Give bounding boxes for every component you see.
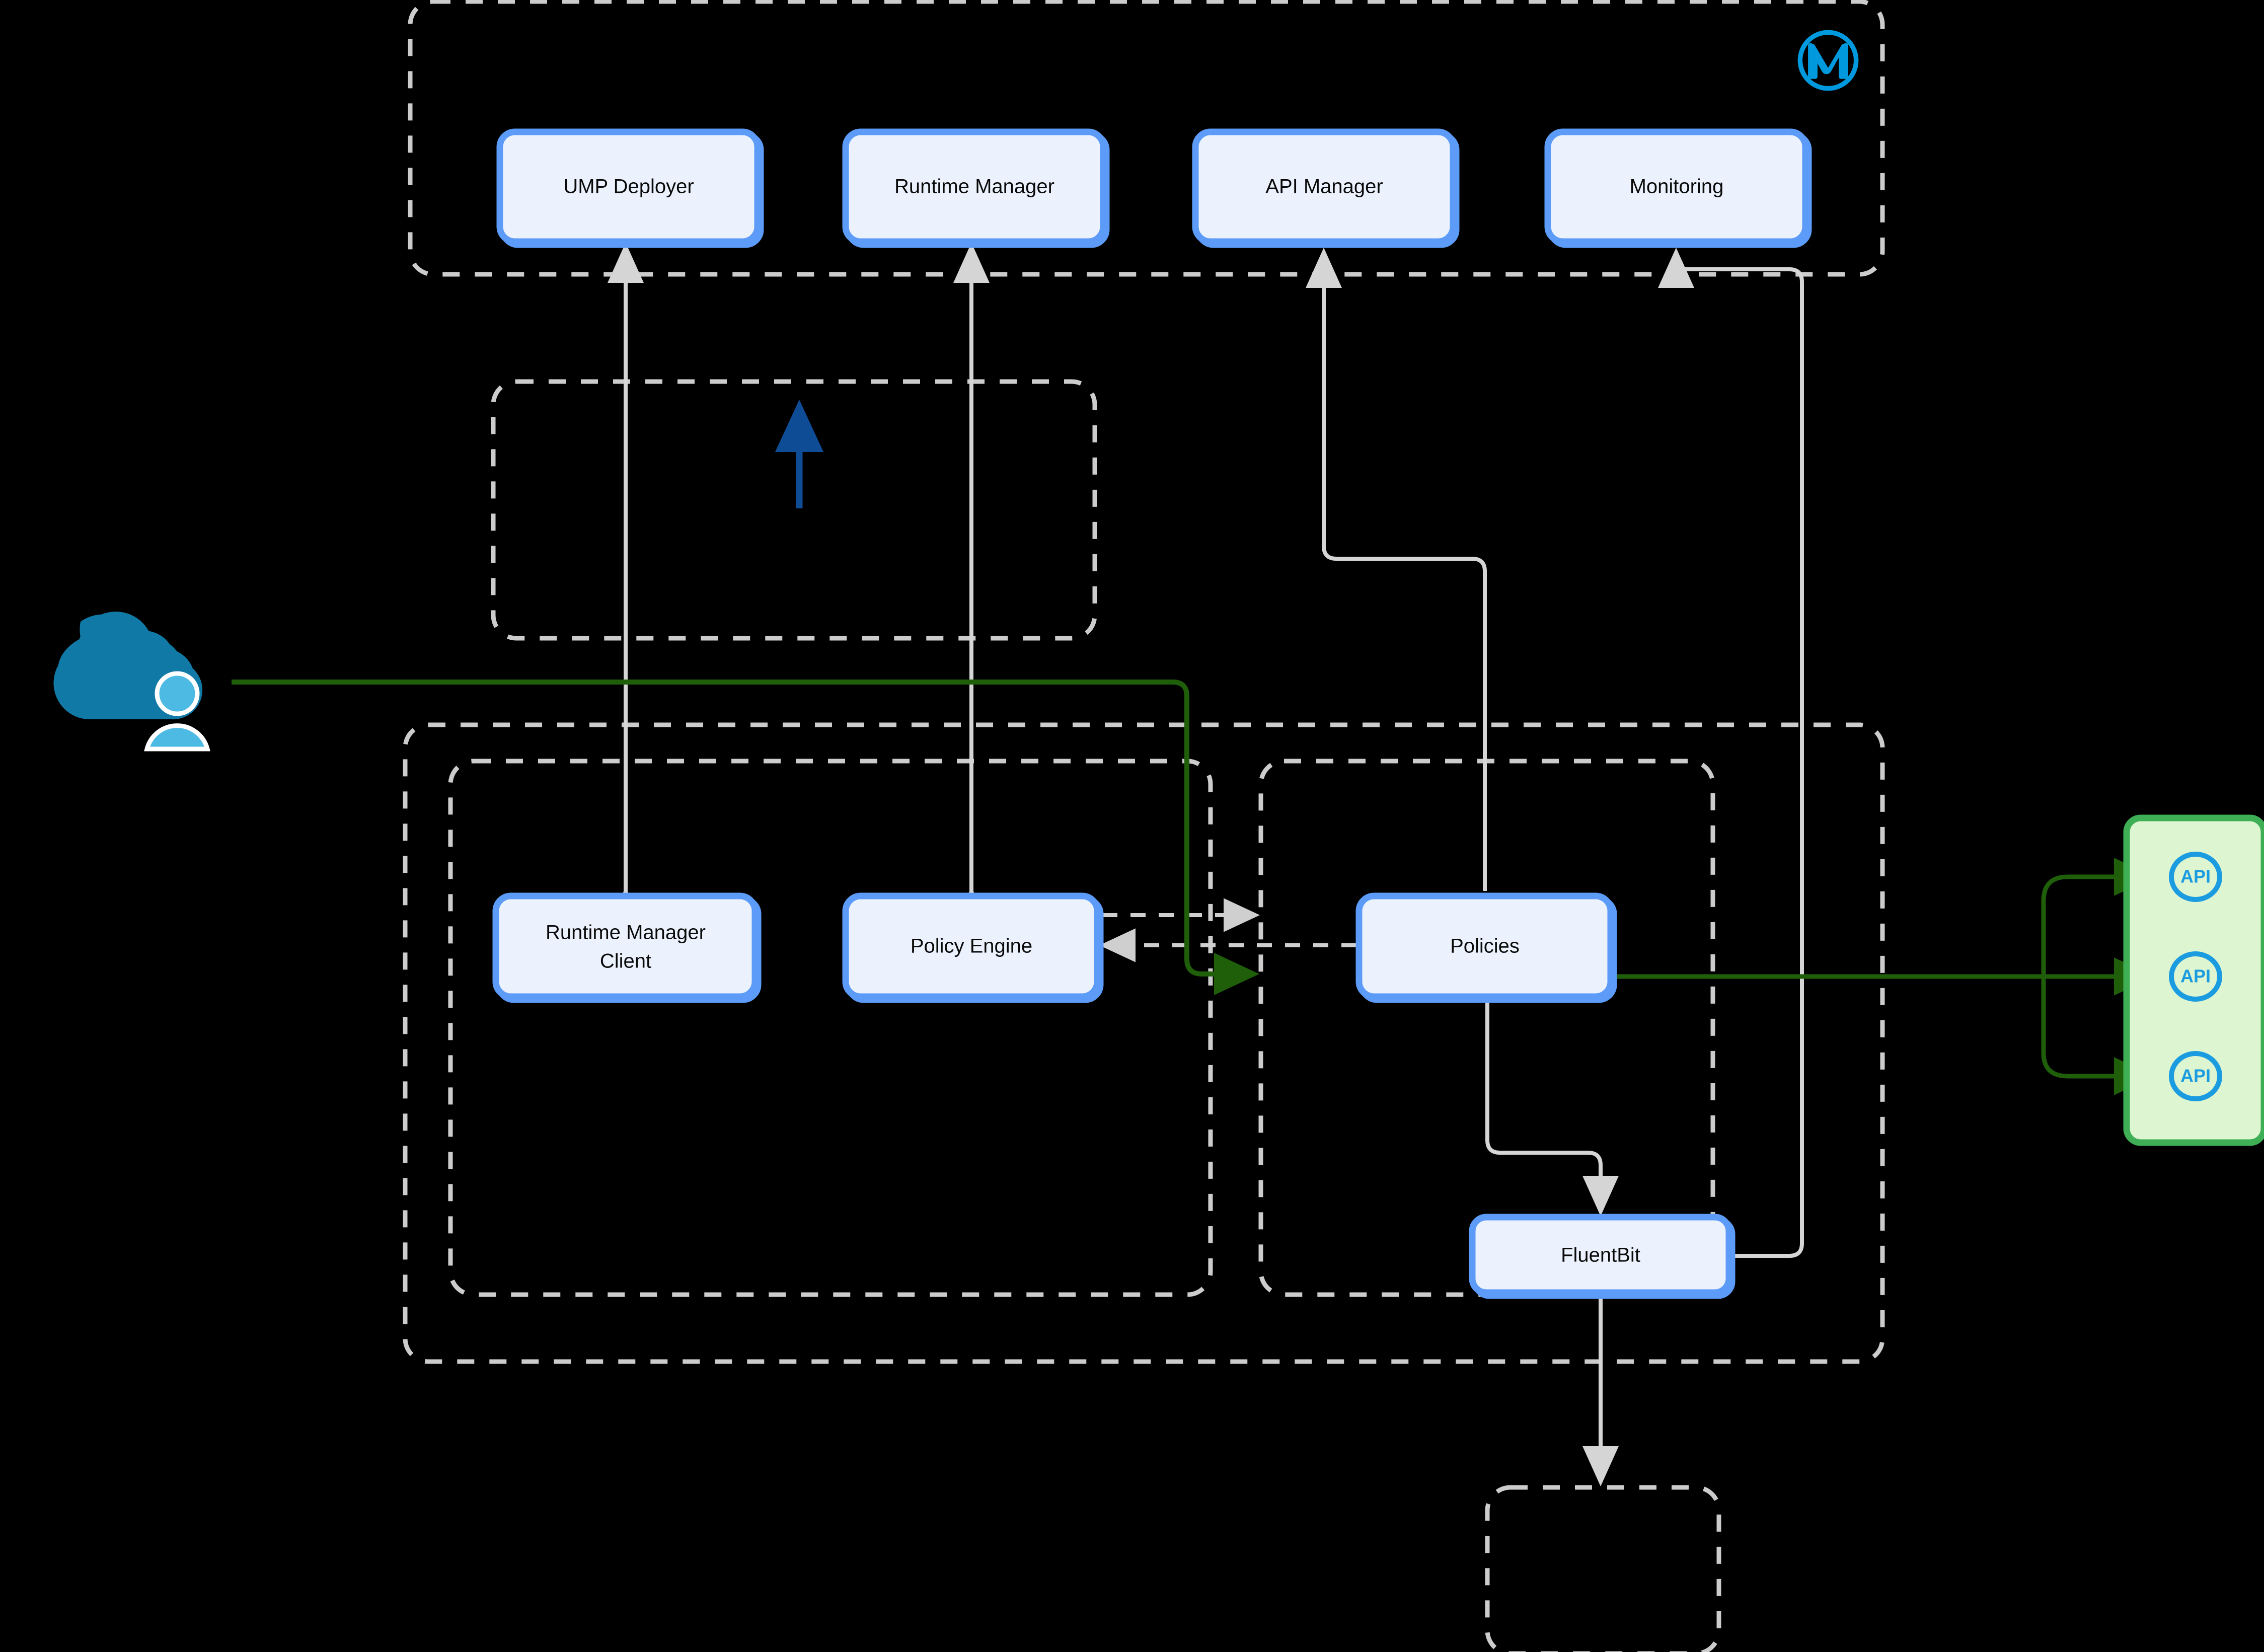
node-policy-engine[interactable]: Policy Engine xyxy=(842,892,1101,1000)
edge-policies-to-api-manager xyxy=(1306,248,1487,891)
node-monitoring[interactable]: Monitoring xyxy=(1544,128,1809,245)
policies-label: Policies xyxy=(1450,935,1520,957)
policy-engine-label: Policy Engine xyxy=(911,935,1032,957)
middle-empty-container xyxy=(491,379,1097,641)
api-label-1: API xyxy=(2180,866,2211,887)
monitoring-label: Monitoring xyxy=(1630,176,1724,198)
cloud-base xyxy=(60,672,176,708)
node-ump-deployer[interactable]: UMP Deployer xyxy=(496,128,761,245)
runtime-manager-client-label-line2: Client xyxy=(600,950,651,972)
mulesoft-logo-icon xyxy=(1797,30,1859,91)
fluentbit-box[interactable] xyxy=(1469,1214,1732,1296)
fluentbit-label: FluentBit xyxy=(1561,1244,1640,1266)
edges-layer xyxy=(232,243,2155,1486)
nodes-layer: UMP Deployer Runtime Manager API Manager… xyxy=(492,128,1809,1296)
api-node-2[interactable]: API xyxy=(2169,951,2222,1002)
runtime-manager-client-box[interactable] xyxy=(492,892,759,1000)
runtime-manager-label: Runtime Manager xyxy=(894,176,1054,198)
ump-deployer-box[interactable] xyxy=(496,128,761,245)
runtime-manager-client-label-line1: Runtime Manager xyxy=(546,922,706,944)
node-fluentbit[interactable]: FluentBit xyxy=(1469,1214,1732,1296)
edge-cloud-to-policies xyxy=(232,680,1259,995)
person-body xyxy=(144,723,210,752)
api-label-2: API xyxy=(2180,966,2211,987)
api-circle-3[interactable] xyxy=(2169,1051,2222,1101)
api-node-3[interactable]: API xyxy=(2169,1051,2222,1101)
node-runtime-manager-client[interactable]: Runtime Manager Client xyxy=(492,892,759,1000)
api-manager-label: API Manager xyxy=(1265,176,1383,198)
person-head xyxy=(155,671,200,716)
edge-policies-to-fluentbit xyxy=(1485,999,1619,1216)
node-runtime-manager[interactable]: Runtime Manager xyxy=(842,128,1107,245)
api-circle-1[interactable] xyxy=(2169,852,2222,902)
edge-fluentbit-to-monitoring xyxy=(1658,248,1804,1258)
api-panel-box xyxy=(2123,814,2264,1146)
monitoring-box[interactable] xyxy=(1544,128,1809,245)
control-plane-container xyxy=(408,0,1885,277)
policy-engine-box[interactable] xyxy=(842,892,1101,1000)
bottom-empty-container xyxy=(1485,1485,1721,1652)
api-circle-2[interactable] xyxy=(2169,951,2222,1002)
node-policies[interactable]: Policies xyxy=(1355,892,1614,1000)
node-api-manager[interactable]: API Manager xyxy=(1192,128,1457,245)
cloud-user-icon xyxy=(53,612,210,752)
runtime-manager-box[interactable] xyxy=(842,128,1107,245)
edge-apis-branch-bottom xyxy=(2041,977,2155,1095)
api-label-3: API xyxy=(2180,1066,2211,1086)
policies-box[interactable] xyxy=(1355,892,1614,1000)
api-panel: API API API xyxy=(2123,814,2264,1146)
ump-deployer-label: UMP Deployer xyxy=(563,176,694,198)
runtime-fabric-container xyxy=(403,722,1885,1364)
api-node-1[interactable]: API xyxy=(2169,852,2222,902)
mule-app-container xyxy=(448,759,1213,1297)
api-manager-box[interactable] xyxy=(1192,128,1457,245)
